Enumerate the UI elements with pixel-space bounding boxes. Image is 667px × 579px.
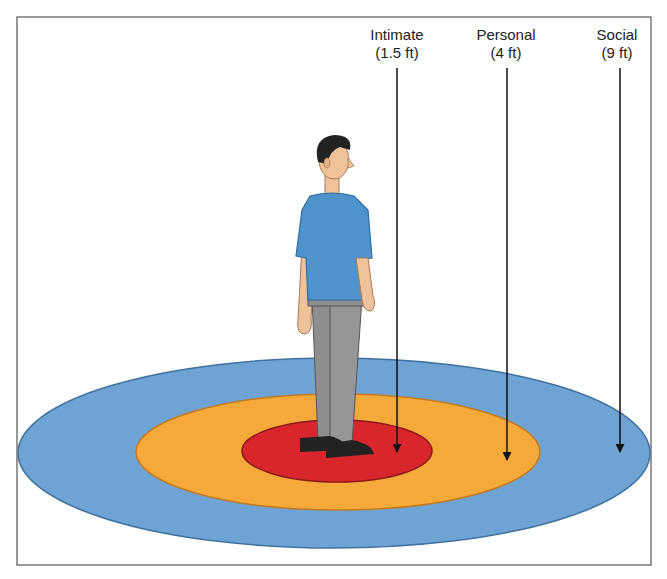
standing-man (296, 135, 375, 458)
frame (17, 17, 651, 565)
leader-arrow (619, 68, 621, 452)
leader-arrow (396, 68, 398, 452)
leader-arrow (506, 68, 508, 460)
zone-label: Social (9 ft) (591, 26, 643, 62)
zone-label: Personal (4 ft) (473, 26, 539, 62)
zone-label: Intimate (1.5 ft) (364, 26, 430, 62)
